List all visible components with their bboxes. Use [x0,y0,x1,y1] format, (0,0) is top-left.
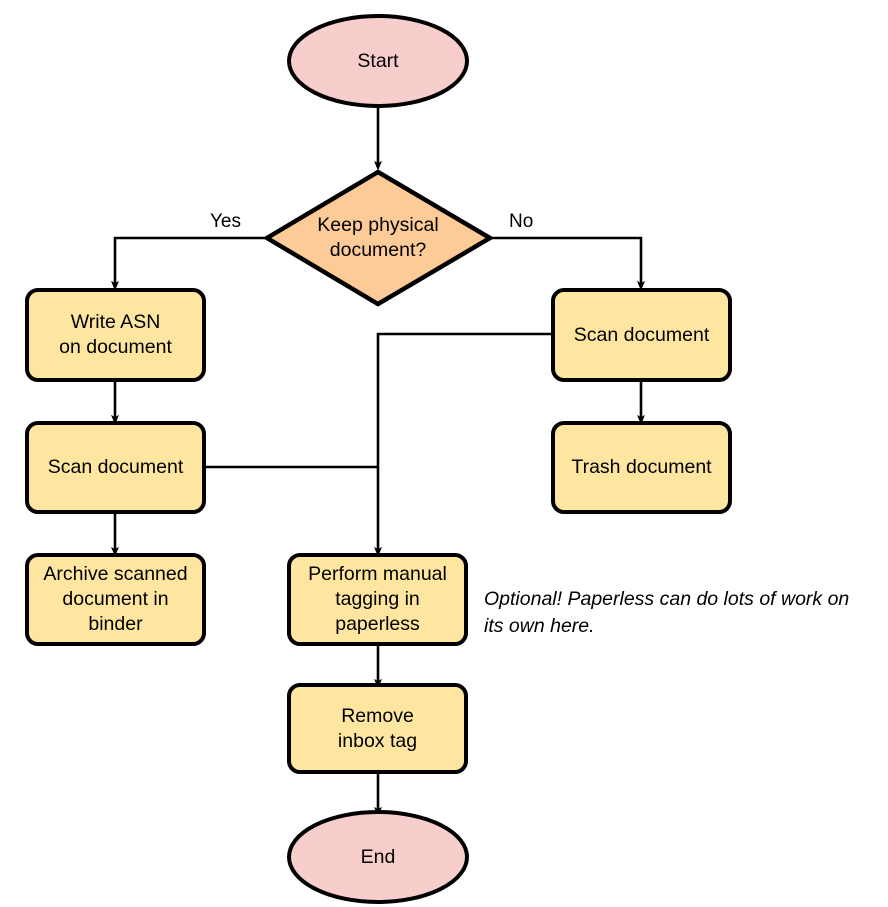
edge-decision-yes-to-write-asn [111,236,267,291]
edge-label-yes: Yes [210,211,241,232]
node-start-shape[interactable] [287,14,469,108]
node-tagging-shape[interactable] [287,553,468,646]
node-scan-right-shape[interactable] [551,288,732,382]
node-trash-shape[interactable] [551,421,732,514]
node-archive-shape[interactable] [25,553,206,646]
node-write-asn-shape[interactable] [25,288,206,382]
node-scan-left-shape[interactable] [25,421,206,514]
edge-label-no: No [509,211,534,232]
edge-scan-right-to-tagging [374,332,552,557]
edge-decision-no-to-scan-right [490,236,645,291]
node-remove-inbox-shape[interactable] [287,683,468,774]
node-decision-shape[interactable] [262,169,495,307]
node-end-shape[interactable] [287,810,469,904]
optional-note: Optional! Paperless can do lots of work … [484,588,850,637]
